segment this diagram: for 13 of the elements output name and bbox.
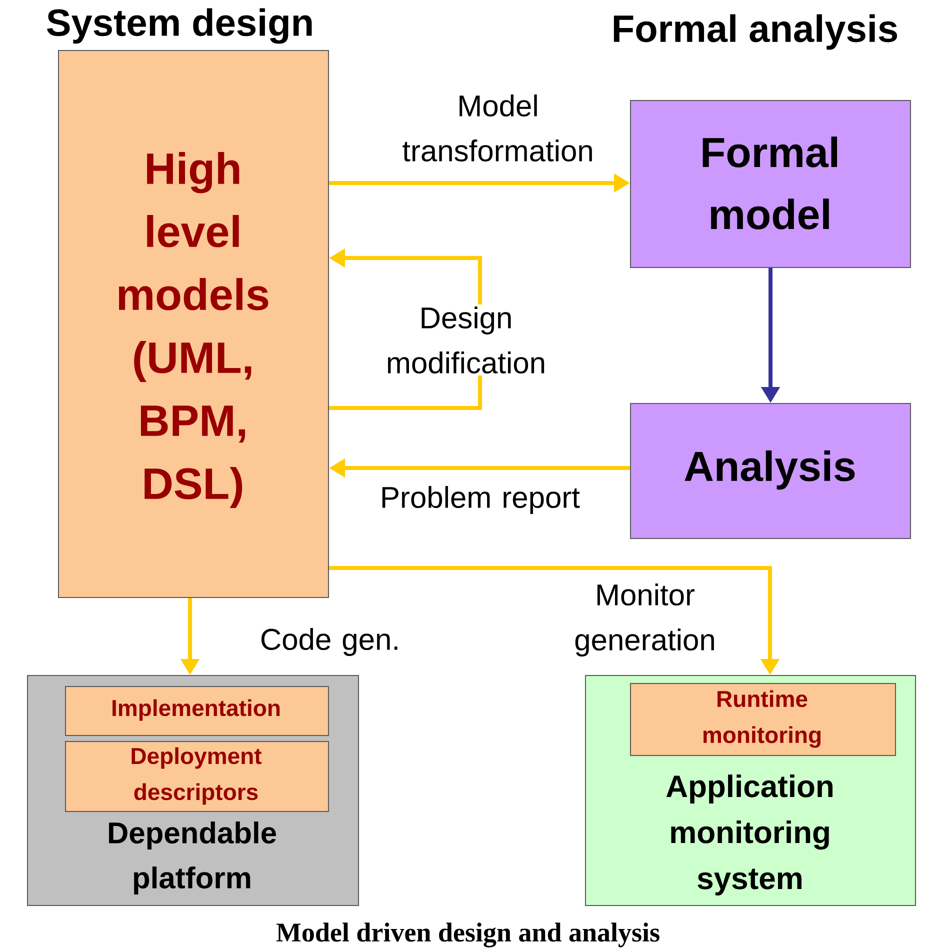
edge-label: Code gen. [261, 628, 398, 656]
edge-label: Design modification [388, 306, 544, 374]
process-box: Formal model [630, 100, 911, 268]
heading: Formal analysis [614, 14, 898, 50]
component-box: Implementation [65, 686, 329, 736]
edge-label: Monitor generation [575, 584, 714, 656]
component-box: Runtime monitoring [630, 683, 896, 756]
model-box: High level models (UML, BPM, DSL) [58, 50, 329, 598]
edge-label: Problem report [382, 486, 580, 514]
caption: Model driven design and analysis [276, 922, 660, 948]
process-box: Analysis [630, 403, 911, 539]
component-box: Deployment descriptors [65, 741, 329, 812]
edge-label: Model transformation [402, 94, 592, 162]
